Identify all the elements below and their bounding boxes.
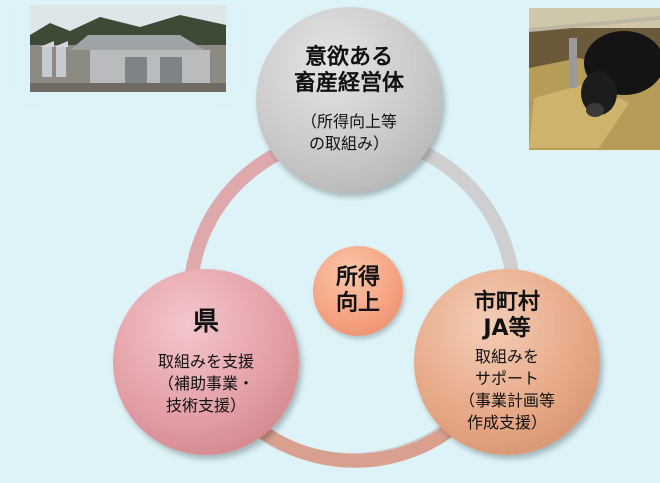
livestock-farmer-description: （所得向上等 の取組み） [300,112,397,153]
prefecture-description: 取組みを支援 （補助事業・ 技術支援） [157,352,254,415]
prefecture-circle: 県 取組みを支援 （補助事業・ 技術支援） [113,269,299,455]
municipality-ja-description: 取組みを サポート （事業計画等 作成支援） [458,347,555,432]
income-improvement-title: 所得 向上 [335,265,380,316]
livestock-farmer-circle: 意欲ある 畜産経営体 （所得向上等 の取組み） [256,7,442,193]
municipality-ja-circle: 市町村 JA等 取組みを サポート （事業計画等 作成支援） [414,269,600,455]
ring-arc-bottom [255,424,455,468]
livestock-farmer-title: 意欲ある 畜産経営体 [293,45,404,96]
barn-photo [30,5,226,92]
income-improvement-circle: 所得 向上 [313,246,403,336]
municipality-ja-title: 市町村 JA等 [473,290,540,341]
prefecture-title: 県 [192,307,219,337]
cattle-photo [529,8,660,150]
